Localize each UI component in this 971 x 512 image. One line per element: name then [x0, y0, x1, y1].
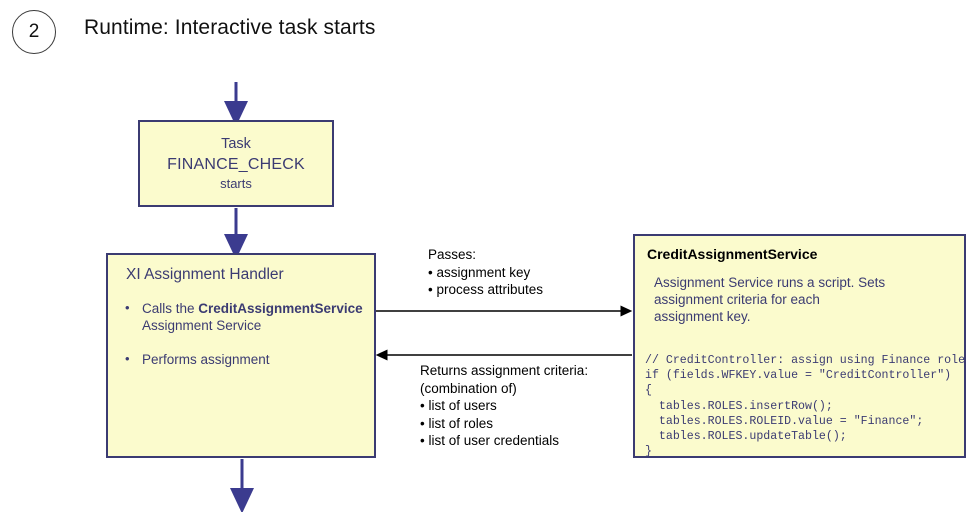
task-box-line-1: Task — [221, 135, 251, 152]
service-box-code-snippet: // CreditController: assign using Financ… — [645, 354, 966, 458]
step-number-badge: 2 — [12, 10, 56, 54]
bullet-icon: • — [125, 351, 130, 366]
service-box-title: CreditAssignmentService — [647, 246, 818, 262]
list-item: • Performs assignment — [118, 351, 370, 368]
credit-assignment-service-box: CreditAssignmentService Assignment Servi… — [633, 234, 966, 458]
list-item-text-pre: Calls the — [142, 301, 199, 316]
returns-annotation: Returns assignment criteria: (combinatio… — [420, 363, 589, 448]
xi-assignment-handler-box: XI Assignment Handler • Calls the Credit… — [106, 253, 376, 458]
step-number-label: 2 — [28, 21, 40, 42]
list-item: • Calls the CreditAssignmentService Assi… — [118, 300, 370, 334]
task-box: Task FINANCE_CHECK starts — [138, 120, 334, 207]
service-box-description: Assignment Service runs a script. Sets a… — [654, 275, 886, 324]
list-item-text-post: Assignment Service — [142, 318, 262, 333]
handler-box-title: XI Assignment Handler — [126, 266, 284, 283]
list-item-text-pre: Performs assignment — [142, 352, 270, 367]
page-title: Runtime: Interactive task starts — [84, 16, 376, 39]
task-box-line-2: FINANCE_CHECK — [167, 155, 305, 173]
passes-annotation: Passes: • assignment key • process attri… — [428, 247, 544, 297]
bullet-icon: • — [125, 300, 130, 315]
handler-box-list: • Calls the CreditAssignmentService Assi… — [118, 300, 370, 385]
list-item-text-bold: CreditAssignmentService — [198, 301, 363, 316]
task-box-line-3: starts — [220, 175, 252, 191]
